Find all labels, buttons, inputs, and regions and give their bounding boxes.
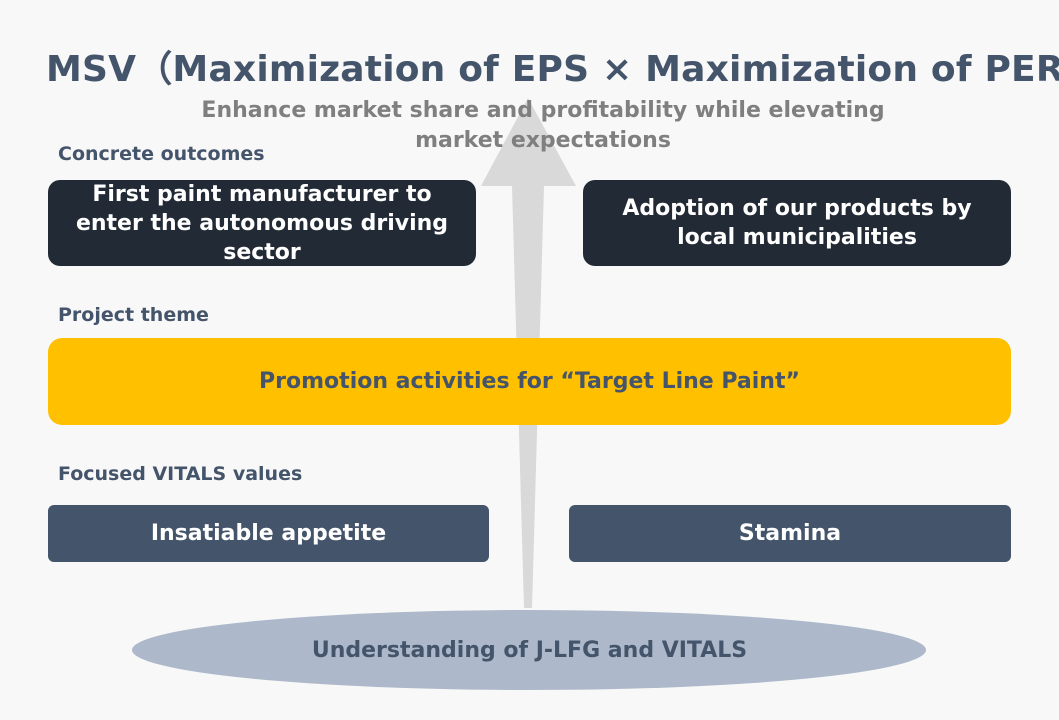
outcome-text: First paint manufacturer to enter the au… (75, 181, 449, 265)
vitals-section-label: Focused VITALS values (58, 463, 303, 485)
outcome-box-municipalities: Adoption of our products by local munici… (583, 180, 1011, 266)
vital-text: Insatiable appetite (150, 521, 387, 546)
foundation-ellipse (132, 610, 926, 690)
project-theme-text: Promotion activities for “Target Line Pa… (259, 369, 800, 394)
project-theme-box: Promotion activities for “Target Line Pa… (48, 338, 1011, 425)
theme-section-label: Project theme (58, 304, 209, 326)
page-title: MSV（Maximization of EPS × Maximization o… (46, 49, 1059, 90)
vital-box-stamina: Stamina (569, 505, 1011, 562)
outcome-box-autonomous-driving: First paint manufacturer to enter the au… (48, 180, 476, 266)
outcome-text: Adoption of our products by local munici… (622, 196, 972, 250)
vital-box-insatiable-appetite: Insatiable appetite (48, 505, 489, 562)
goal-subtitle: Enhance market share and profitability w… (201, 98, 885, 153)
foundation-label: Understanding of J-LFG and VITALS (311, 637, 748, 663)
foundation-label-container: Understanding of J-LFG and VITALS (132, 610, 927, 690)
vital-text: Stamina (738, 521, 842, 546)
outcomes-section-label: Concrete outcomes (58, 143, 265, 165)
